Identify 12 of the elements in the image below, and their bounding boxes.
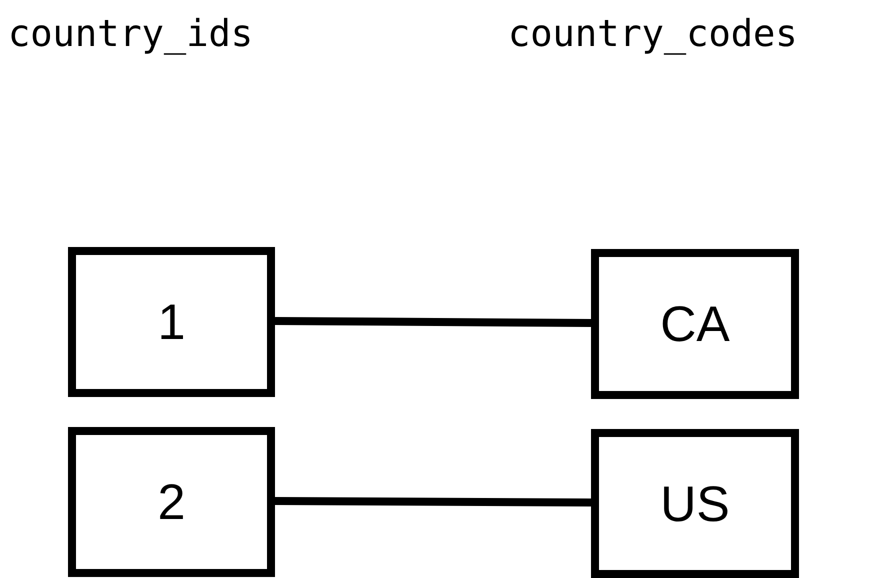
value-box (68, 427, 275, 577)
column-heading: country_codes (508, 12, 798, 55)
cell-value: CA (660, 295, 730, 353)
value-box (68, 247, 275, 397)
value-box (591, 249, 799, 399)
connector-line (274, 317, 592, 327)
column-heading: country_ids (8, 12, 254, 55)
connector-line (274, 497, 592, 506)
cell-value: 1 (158, 293, 186, 351)
cell-value: US (660, 474, 730, 532)
cell-value: 2 (158, 473, 186, 531)
value-box (591, 429, 799, 578)
